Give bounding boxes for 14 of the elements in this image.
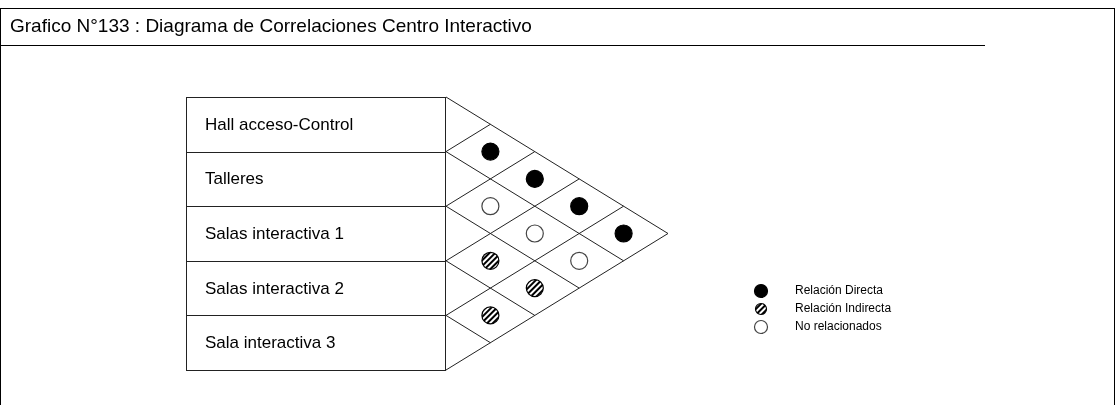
row-label: Sala interactiva 3 [205, 333, 336, 354]
row-box [186, 97, 446, 153]
row-box [186, 151, 446, 208]
row-box [186, 260, 446, 317]
legend-label: No relacionados [795, 319, 882, 333]
title: Grafico N°133 : Diagrama de Correlaciones Centro Interactivo [10, 15, 532, 37]
legend-label: Relación Indirecta [795, 301, 892, 315]
row-label: Hall acceso-Control [205, 114, 354, 135]
row-label: Talleres [205, 169, 264, 190]
row-box [186, 315, 446, 371]
row-label: Salas interactiva 1 [205, 224, 344, 244]
row-box [186, 206, 446, 262]
row-label: Salas interactiva 2 [205, 278, 344, 299]
legend-label: Relación Directa [795, 283, 884, 297]
